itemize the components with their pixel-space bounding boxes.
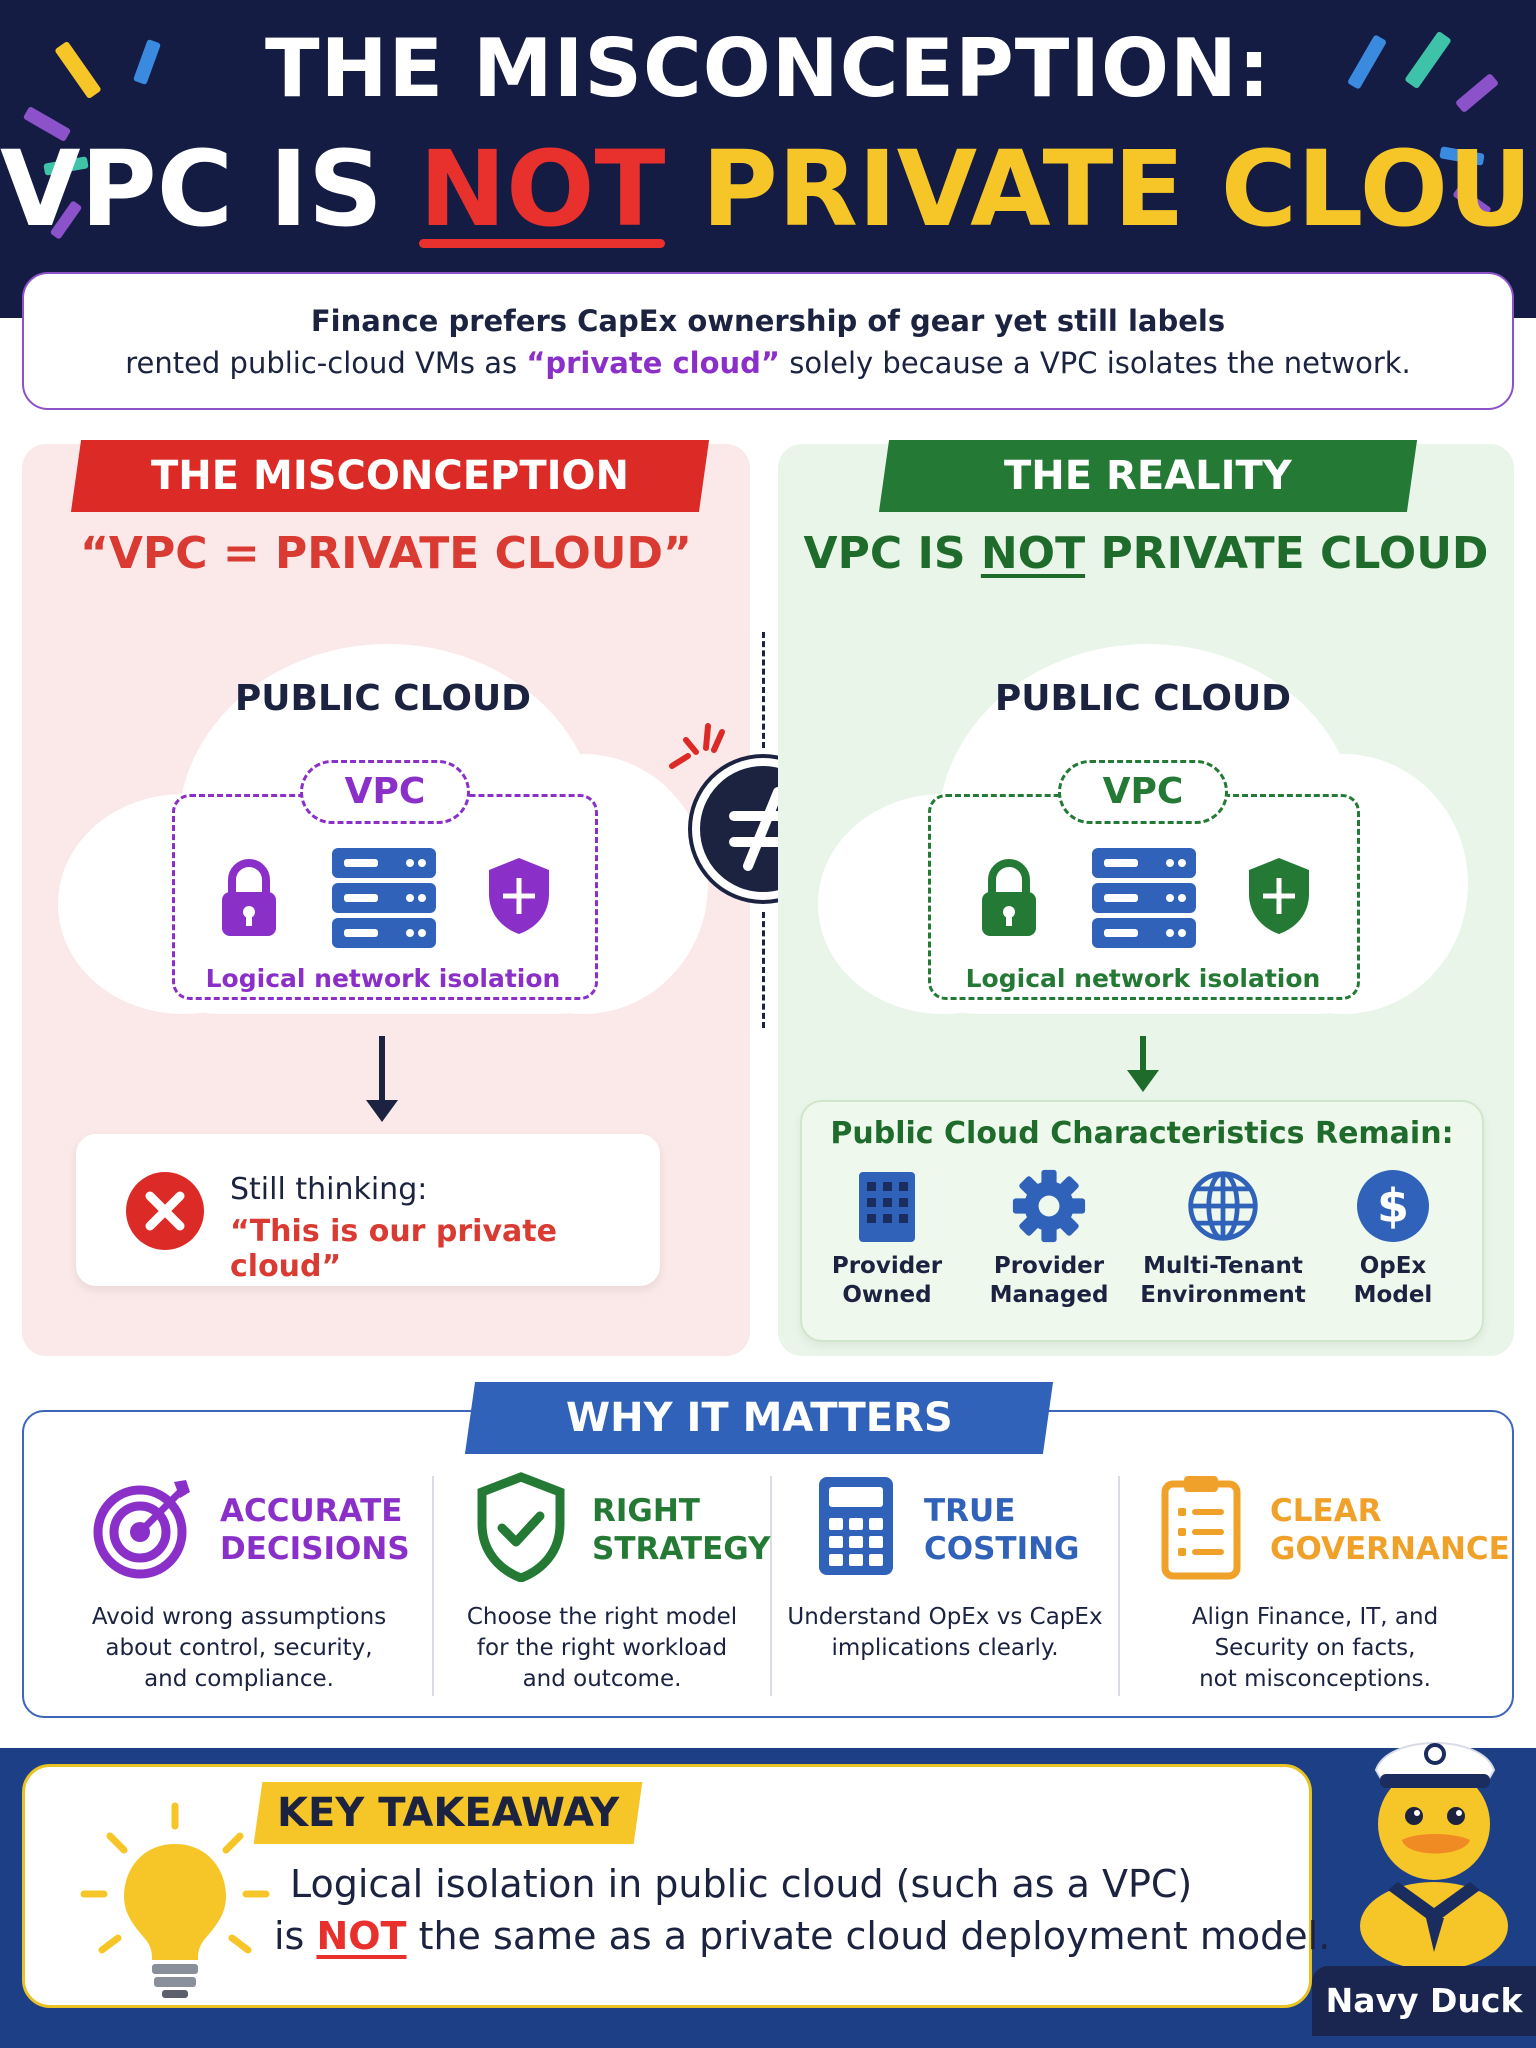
title-line1: THE MISCONCEPTION: <box>265 22 1271 115</box>
title-not: NOT <box>419 128 666 250</box>
reality-claim-post: PRIVATE CLOUD <box>1100 528 1489 579</box>
takeaway-card <box>22 1764 1312 2008</box>
intro-line2-pre: rented public-cloud VMs as <box>125 346 518 380</box>
thinking-box: Still thinking: “This is our private clo… <box>76 1134 660 1286</box>
lock-icon <box>222 859 276 936</box>
lock-icon <box>982 859 1036 936</box>
header: THE MISCONCEPTION: VPC IS NOT PRIVATE CL… <box>0 0 1536 318</box>
intro-highlight: “private cloud” <box>526 346 780 380</box>
separator <box>432 1476 434 1696</box>
public-cloud-left: PUBLIC CLOUD VPC Logical network isolati… <box>58 624 708 1024</box>
arrow-down-icon <box>366 1036 398 1122</box>
building-icon <box>859 1172 915 1242</box>
title-line2: VPC IS NOT PRIVATE CLOUD <box>0 128 1536 250</box>
svg-text:$: $ <box>1377 1179 1409 1233</box>
reality-claim: VPC IS NOT PRIVATE CLOUD <box>778 528 1514 579</box>
reality-claim-not: NOT <box>980 528 1086 579</box>
separator <box>770 1476 772 1696</box>
clipboard-icon <box>1161 1476 1241 1580</box>
shield-check-icon <box>477 1472 565 1582</box>
gear-icon <box>1012 1169 1086 1243</box>
arrow-down-icon <box>1127 1036 1159 1092</box>
reality-banner: THE REALITY <box>878 440 1418 512</box>
shield-icon <box>489 858 549 934</box>
error-x-icon <box>126 1172 204 1250</box>
intro-line2-post: solely because a VPC isolates the networ… <box>789 346 1411 380</box>
globe-icon <box>1188 1171 1258 1241</box>
calculator-icon <box>819 1477 893 1575</box>
reality-claim-pre: VPC IS <box>803 528 966 579</box>
intro-box: Finance prefers CapEx ownership of gear … <box>22 272 1514 410</box>
target-icon <box>93 1480 190 1579</box>
thinking-quote: “This is our private cloud” <box>230 1214 557 1284</box>
takeaway-line2: is NOT the same as a private cloud deplo… <box>274 1914 1331 1958</box>
intro-line2: rented public-cloud VMs as “private clou… <box>24 346 1512 380</box>
takeaway-not: NOT <box>316 1914 407 1958</box>
takeaway-banner: KEY TAKEAWAY <box>253 1782 643 1844</box>
title-private-cloud: PRIVATE CLOUD <box>701 128 1536 250</box>
public-cloud-right: PUBLIC CLOUD VPC Logical network isolati… <box>818 624 1468 1024</box>
vpc-tag: VPC <box>300 760 470 824</box>
server-icon <box>332 848 436 948</box>
shield-icon <box>1249 858 1309 934</box>
misconception-claim: “VPC = PRIVATE CLOUD” <box>80 528 692 579</box>
server-icon <box>1092 848 1196 948</box>
navy-duck-mascot-icon <box>1360 1742 1508 1968</box>
vpc-tag: VPC <box>1058 760 1228 824</box>
divider <box>762 632 765 748</box>
divider <box>762 912 765 1028</box>
thinking-label: Still thinking: <box>230 1172 428 1207</box>
characteristics-title: Public Cloud Characteristics Remain: <box>830 1116 1454 1151</box>
characteristics-box: Public Cloud Characteristics Remain: Pro… <box>800 1100 1484 1342</box>
takeaway-line1: Logical isolation in public cloud (such … <box>290 1862 1193 1906</box>
isolation-label: Logical network isolation <box>205 964 561 993</box>
cloud-title: PUBLIC CLOUD <box>234 678 532 719</box>
title-vpc-is: VPC IS <box>0 128 383 250</box>
why-banner: WHY IT MATTERS <box>464 1382 1054 1454</box>
misconception-banner: THE MISCONCEPTION <box>70 440 710 512</box>
dollar-icon: $ <box>1357 1170 1429 1242</box>
intro-line1: Finance prefers CapEx ownership of gear … <box>310 304 1226 338</box>
lightbulb-icon <box>80 1802 270 1998</box>
cloud-title: PUBLIC CLOUD <box>994 678 1292 719</box>
isolation-label: Logical network isolation <box>965 964 1321 993</box>
mascot-label: Navy Duck <box>1312 1966 1536 2036</box>
burst-red-icon <box>669 723 725 769</box>
separator <box>1118 1476 1120 1696</box>
